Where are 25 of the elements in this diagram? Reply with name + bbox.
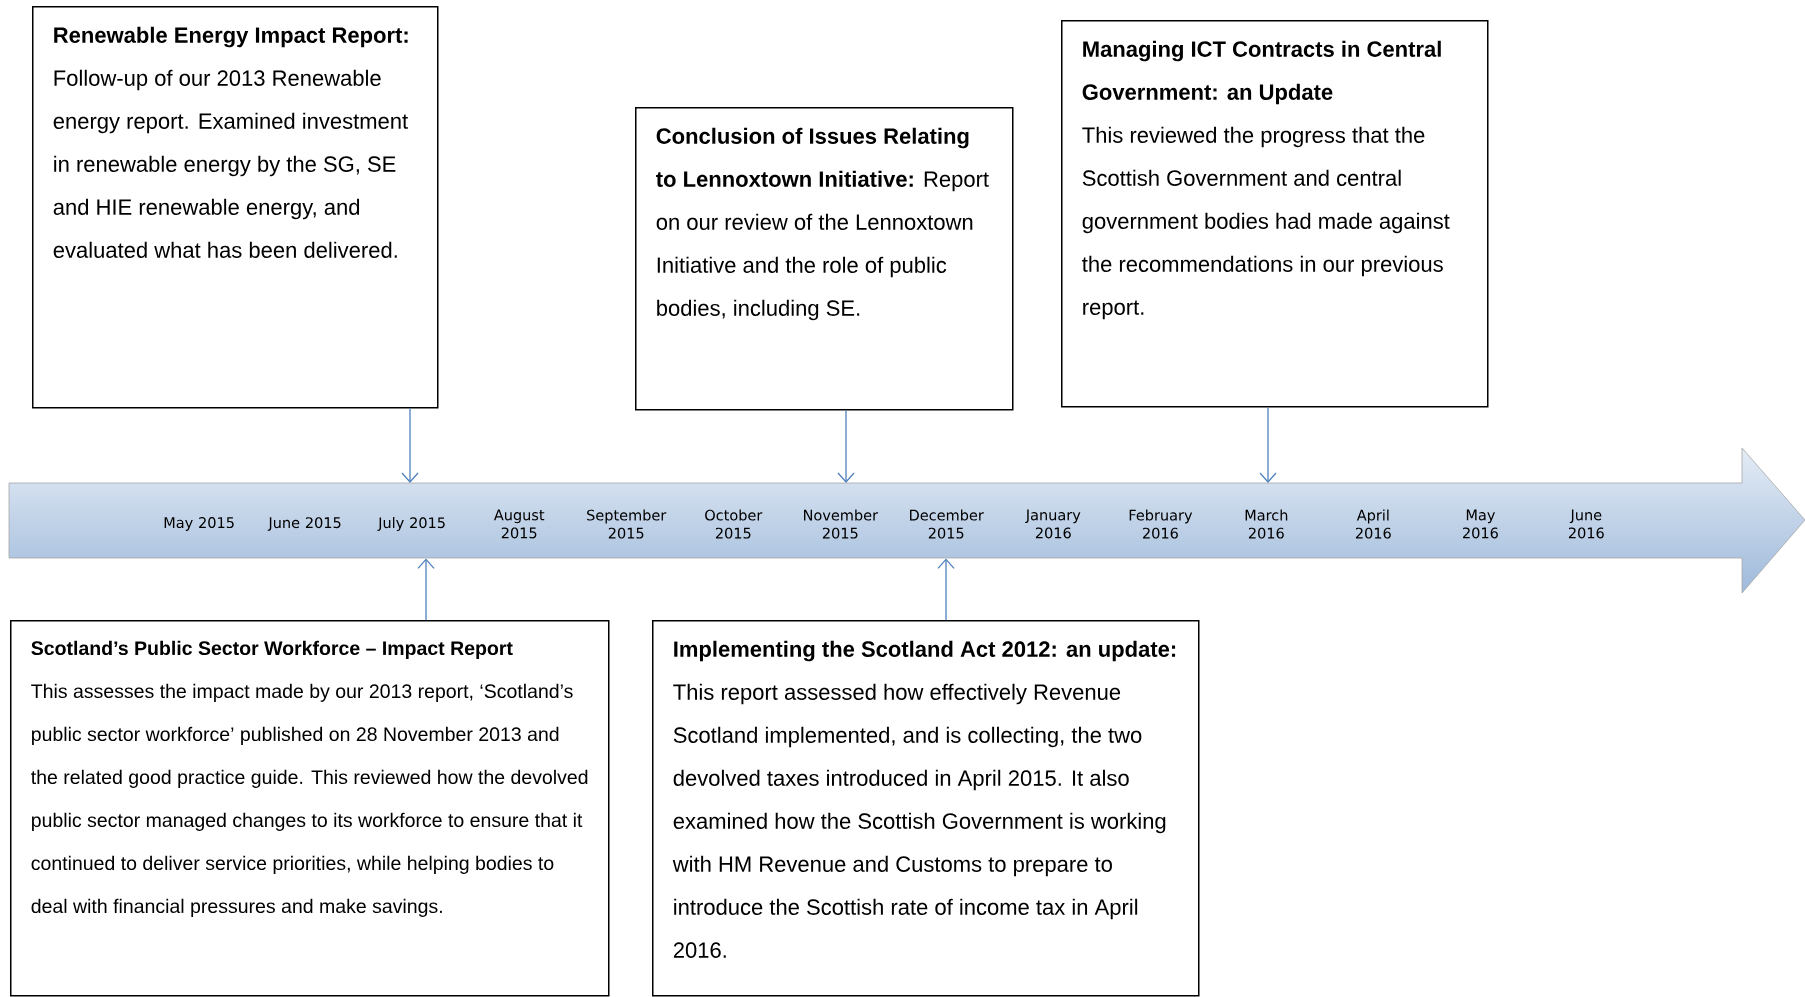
month-label: May 2016 xyxy=(1463,509,1498,539)
text-box: Scotland’s Public Sector Workforce – Impact Report This assesses the impact made by our 2013 report, ‘Scotland’s public sector workforce’ published on 28 November 2013 and the related good practice guide. This reviewed how the devolved public sector managed changes to its workforce to ensure that it continued to deliver service priorities, while helping bodies to deal with financial pressures and make savings. xyxy=(10,620,610,997)
arrow xyxy=(837,409,855,483)
month-label: June 2016 xyxy=(1568,509,1604,539)
month-label: April 2016 xyxy=(1355,509,1391,539)
text-box: Conclusion of Issues Relating to Lennoxtown Initiative: Report on our review of the Lennoxtown Initiative and the role of public bodies, including SE. xyxy=(635,107,1014,411)
month-label: November 2015 xyxy=(804,509,878,539)
arrow xyxy=(937,558,955,621)
month-label: January 2016 xyxy=(1025,509,1081,539)
month-label: July 2015 xyxy=(377,517,445,531)
month-label: June 2015 xyxy=(267,517,341,531)
month-label: August 2015 xyxy=(493,509,545,539)
timeline-arrow xyxy=(8,447,1805,594)
month-label: December 2015 xyxy=(910,509,984,539)
text-box: Implementing the Scotland Act 2012: an update: This report assessed how effectively Revenue Scotland implemented, and is collecting, the two devolved taxes introduced in April 2015. It also examined how the Scottish Government is working with HM Revenue and Customs to prepare to introduce the Scottish rate of income tax in April 2016. xyxy=(652,620,1200,997)
arrow xyxy=(1259,406,1277,483)
month-label: March 2016 xyxy=(1245,509,1288,539)
month-label: September 2015 xyxy=(587,509,667,539)
arrow xyxy=(401,407,419,483)
text-box: Managing ICT Contracts in Central Government: an Update This reviewed the progress that the Scottish Government and central government bodies had made against the recommendations in our previous report. xyxy=(1061,20,1489,408)
arrow xyxy=(417,558,435,621)
month-label: May 2015 xyxy=(164,517,234,531)
month-label: October 2015 xyxy=(705,509,763,539)
month-label: February 2016 xyxy=(1129,509,1193,539)
text-box: Renewable Energy Impact Report: Follow-up of our 2013 Renewable energy report. Examined investment in renewable energy by the SG, SE and HIE renewable energy, and evaluated what has been delivered. xyxy=(32,6,439,409)
